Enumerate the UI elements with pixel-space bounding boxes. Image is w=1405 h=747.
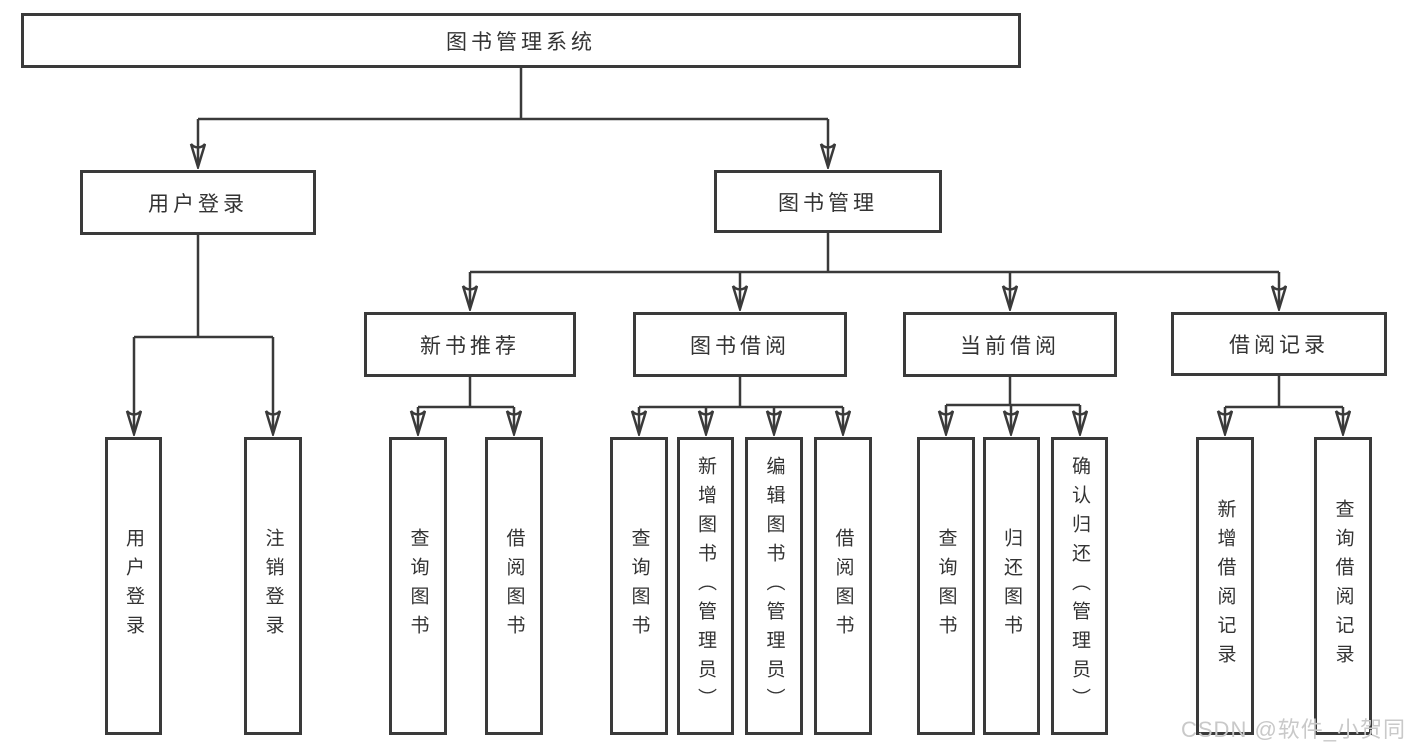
leaf-br-add-record-label: 新增借阅记录 [1214,499,1236,673]
leaf-nb-borrow-books-label: 借阅图书 [503,528,525,644]
node-borrow-records-label: 借阅记录 [1229,334,1329,357]
leaf-br-add-record: 新增借阅记录 [1196,437,1254,735]
node-book-mgmt-label: 图书管理 [778,191,878,215]
leaf-cb-confirm-return-admin: 确认归还（管理员） [1051,437,1108,735]
leaf-cb-confirm-return-admin-label: 确认归还（管理员） [1069,455,1090,717]
leaf-logout-label: 注销登录 [262,528,284,644]
leaf-bb-borrow-books-label: 借阅图书 [832,528,854,644]
leaf-bb-edit-books-admin-label: 编辑图书（管理员） [763,455,785,717]
leaf-logout: 注销登录 [244,437,302,735]
node-user-login-label: 用户登录 [148,192,248,216]
connector-root-to-level2 [198,68,828,166]
leaf-bb-query-books: 查询图书 [610,437,668,735]
connector-book-mgmt-children [470,233,1279,308]
leaf-br-query-record: 查询借阅记录 [1314,437,1372,735]
leaf-cb-query-books: 查询图书 [917,437,975,735]
leaf-cb-query-books-label: 查询图书 [935,528,957,644]
leaf-bb-add-books-admin-label: 新增图书（管理员） [695,455,716,717]
leaf-user-login: 用户登录 [105,437,162,735]
leaf-cb-return-books-label: 归还图书 [1001,528,1022,644]
connector-book-borrow-children [639,377,843,433]
leaf-nb-borrow-books: 借阅图书 [485,437,543,735]
watermark: CSDN @软件_小贺同学 [1181,717,1405,742]
node-book-mgmt: 图书管理 [714,170,942,233]
leaf-br-query-record-label: 查询借阅记录 [1332,499,1354,673]
connector-user-login-children [134,235,273,433]
node-user-login: 用户登录 [80,170,316,235]
connector-new-book-children [418,377,514,433]
node-borrow-records: 借阅记录 [1171,312,1387,376]
node-current-borrow-label: 当前借阅 [960,334,1060,358]
node-new-book-rec-label: 新书推荐 [420,334,520,358]
node-book-borrow-label: 图书借阅 [690,334,790,358]
node-current-borrow: 当前借阅 [903,312,1117,377]
leaf-bb-edit-books-admin: 编辑图书（管理员） [745,437,803,735]
leaf-bb-add-books-admin: 新增图书（管理员） [677,437,734,735]
leaf-nb-query-books-label: 查询图书 [407,528,429,644]
leaf-user-login-label: 用户登录 [123,528,144,644]
leaf-nb-query-books: 查询图书 [389,437,447,735]
leaf-bb-query-books-label: 查询图书 [628,528,650,644]
connector-borrow-records-children [1225,376,1343,433]
leaf-bb-borrow-books: 借阅图书 [814,437,872,735]
connector-current-borrow-children [946,377,1080,433]
leaf-cb-return-books: 归还图书 [983,437,1040,735]
node-book-borrow: 图书借阅 [633,312,847,377]
node-root-label: 图书管理系统 [446,30,596,54]
node-root: 图书管理系统 [21,13,1021,68]
node-new-book-rec: 新书推荐 [364,312,576,377]
